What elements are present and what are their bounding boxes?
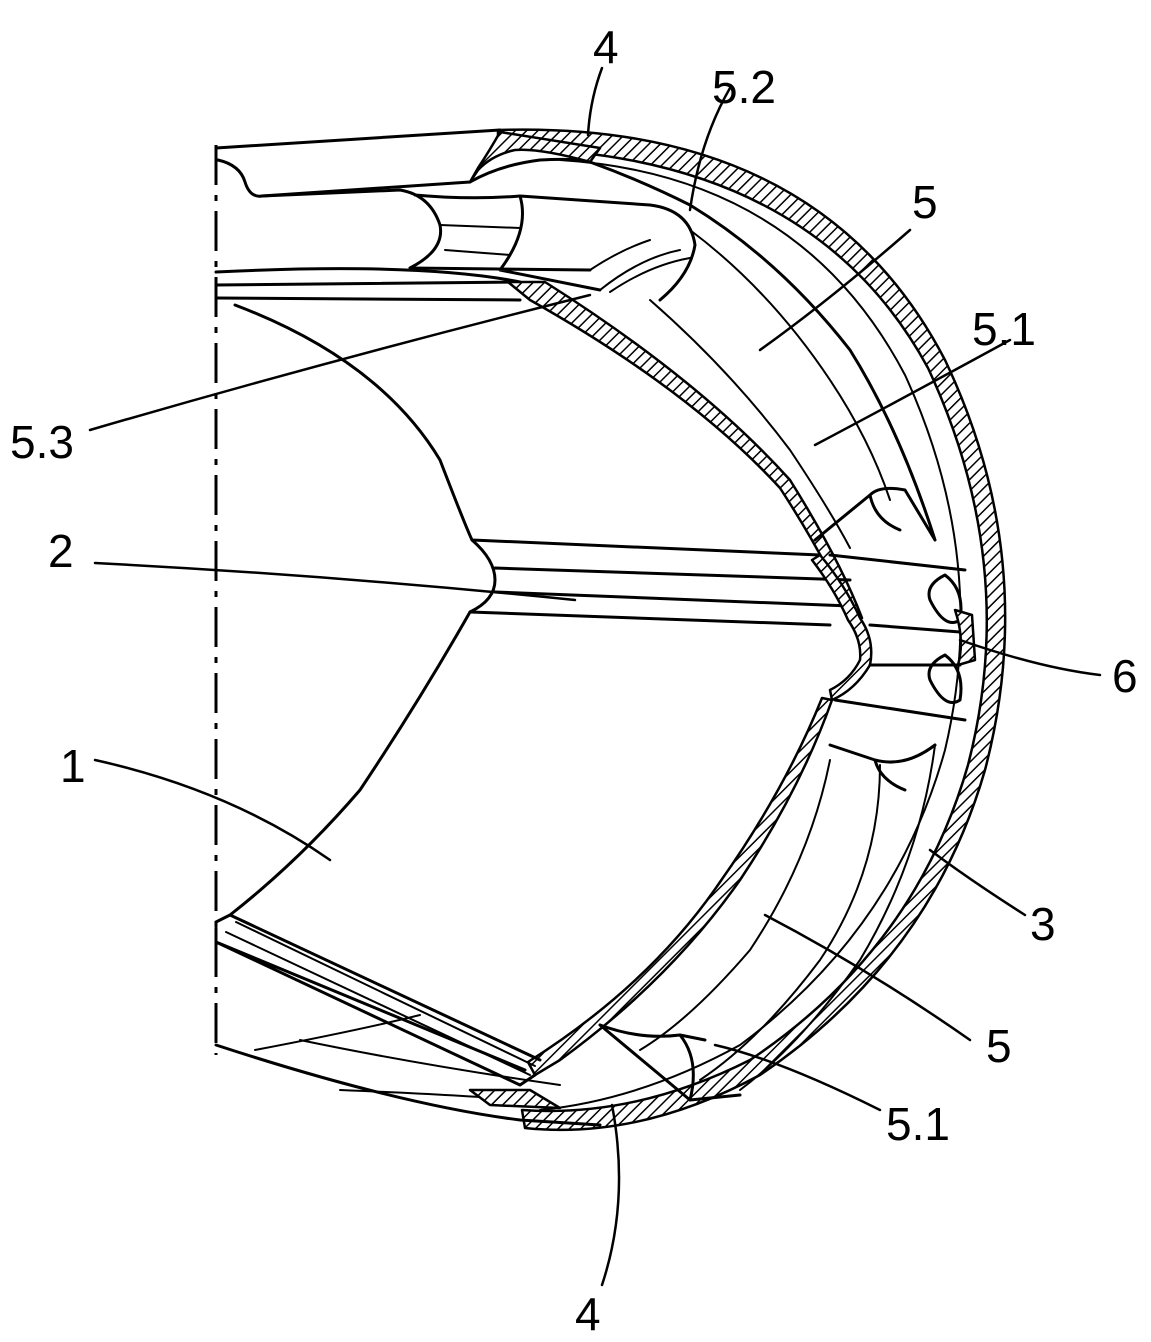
label-5-3: 5.3 xyxy=(10,416,74,468)
label-6: 6 xyxy=(1112,650,1138,702)
leader-5-1-top xyxy=(813,338,1012,447)
top-ring-edge xyxy=(214,267,522,302)
top-flange-hatch xyxy=(468,130,602,184)
leader-2 xyxy=(93,561,577,602)
lower-rib-5-1 xyxy=(598,743,937,1102)
leader-1 xyxy=(93,758,332,862)
label-2: 2 xyxy=(48,525,74,577)
leader-5-3 xyxy=(88,293,592,432)
leader-6 xyxy=(958,638,1102,677)
body-upper-curve xyxy=(233,303,822,557)
label-3: 3 xyxy=(1030,898,1056,950)
label-1: 1 xyxy=(60,740,86,792)
label-5-1-bottom: 5.1 xyxy=(886,1098,950,1150)
label-5-top: 5 xyxy=(912,176,938,228)
label-4-top: 4 xyxy=(593,21,619,73)
upper-rib-lines xyxy=(649,229,891,549)
inner-wall-lower xyxy=(526,696,834,1077)
body-lower-curve xyxy=(214,610,472,924)
center-connector xyxy=(828,553,967,722)
outer-shell xyxy=(496,128,1007,1132)
leader-5-bottom xyxy=(763,913,972,1042)
bottom-flange xyxy=(214,913,602,1127)
leader-5-2 xyxy=(688,86,732,212)
center-connector-weld xyxy=(953,608,977,667)
bottom-flange-detail xyxy=(225,921,561,1101)
leader-4-bottom xyxy=(600,1103,621,1287)
label-5-2: 5.2 xyxy=(712,61,776,113)
leader-5-1-bottom xyxy=(713,1043,882,1112)
label-5-1-top: 5.1 xyxy=(972,303,1036,355)
label-5-bottom: 5 xyxy=(986,1020,1012,1072)
label-4-bottom: 4 xyxy=(575,1288,601,1340)
middle-groove-bulge xyxy=(810,553,873,702)
leader-4-top xyxy=(586,66,604,137)
leader-3 xyxy=(928,848,1027,917)
top-rib-detail xyxy=(439,224,691,293)
middle-groove xyxy=(468,538,852,627)
upper-rib-5-1 xyxy=(688,203,937,542)
leader-5-top xyxy=(758,228,912,352)
bottom-rib xyxy=(468,1088,562,1110)
top-flange xyxy=(214,128,502,198)
